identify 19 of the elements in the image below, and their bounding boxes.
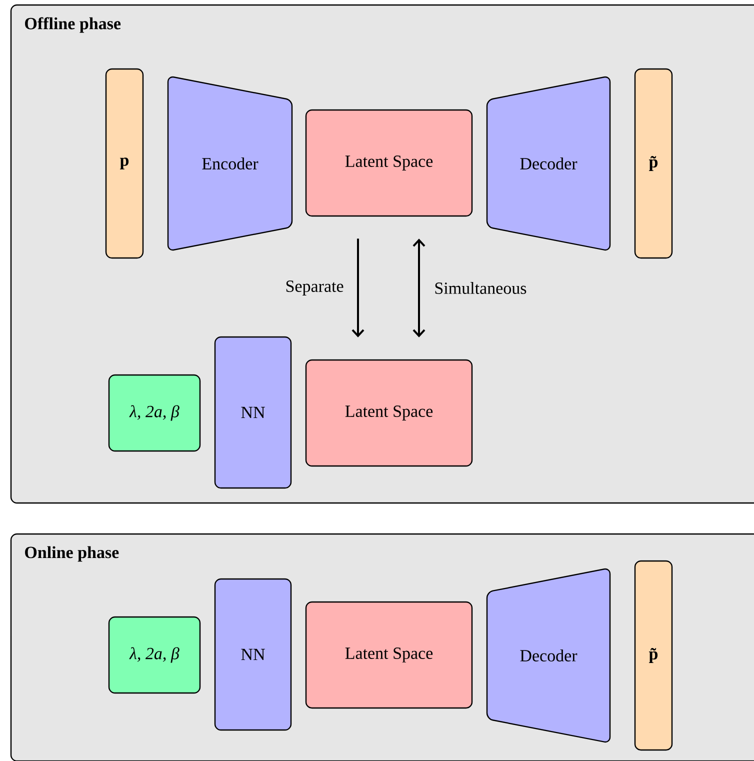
arrow	[352, 238, 364, 338]
parameter-box: λ, 2a, β	[108, 374, 201, 452]
decoder-trapezoid: Decoder	[486, 568, 611, 743]
arrow	[412, 238, 426, 338]
vector-box: p	[105, 68, 144, 259]
panel-title: Online phase	[25, 546, 119, 562]
panel-title: Offline phase	[25, 17, 121, 33]
vector-box: p̃	[634, 560, 673, 751]
encoder-trapezoid: Encoder	[167, 76, 293, 251]
latent-box: Latent Space	[305, 601, 473, 709]
edge-label: Separate	[284, 280, 345, 296]
parameter-box: λ, 2a, β	[108, 616, 201, 694]
network-box: NN	[214, 336, 292, 489]
latent-box: Latent Space	[305, 109, 473, 217]
network-box: NN	[214, 578, 292, 731]
latent-box: Latent Space	[305, 359, 473, 467]
vector-box: p̃	[634, 68, 673, 259]
edge-label: Simultaneous	[433, 281, 528, 295]
decoder-trapezoid: Decoder	[486, 76, 611, 251]
